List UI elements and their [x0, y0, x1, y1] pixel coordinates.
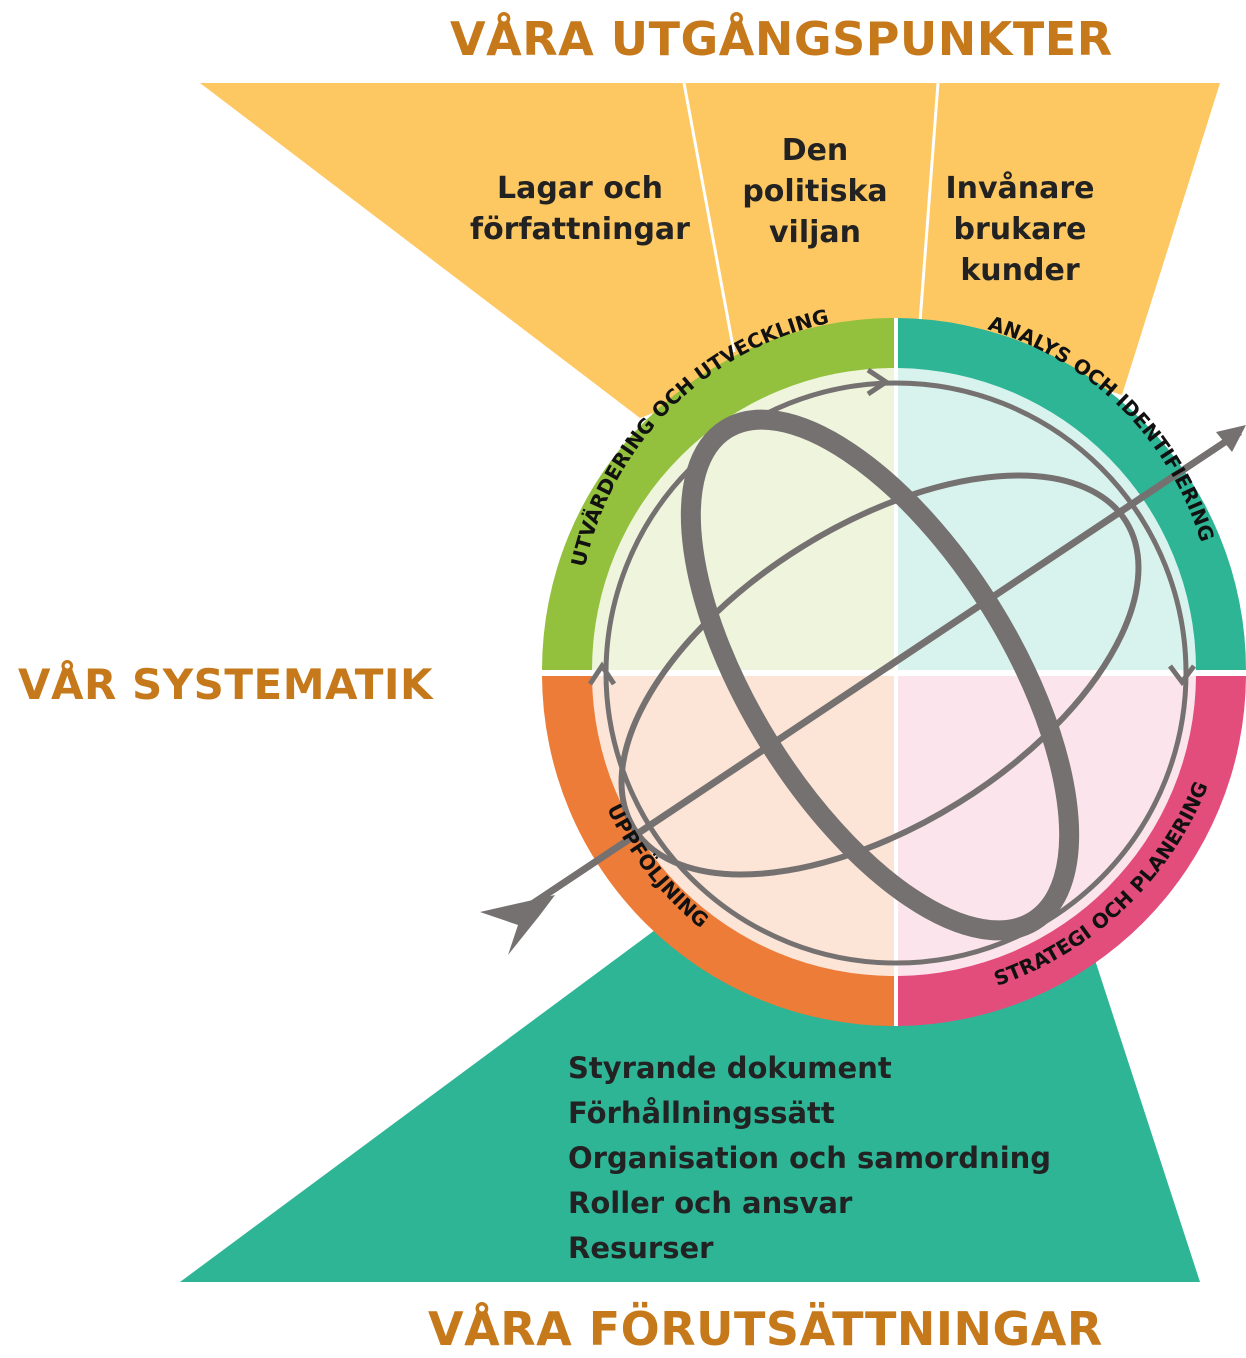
list-item: Förhållningssätt: [568, 1096, 835, 1130]
starting-point-political-will: Den politiska viljan: [730, 130, 900, 253]
point-line: politiska: [742, 174, 888, 209]
fan-divider: [682, 82, 736, 353]
starting-point-laws: Lagar och författningar: [460, 168, 700, 250]
point-line: brukare: [953, 212, 1087, 247]
point-line: Lagar och: [496, 171, 664, 206]
fan-divider: [918, 82, 940, 323]
axis-arrowhead-icon: [1216, 425, 1246, 452]
cycle-arrow-icon: [587, 661, 617, 686]
list-item: Organisation och samordning: [568, 1141, 1052, 1175]
inner-quadrant-orange: [592, 676, 894, 976]
cycle-arrow-icon: [866, 367, 891, 397]
list-item: Roller och ansvar: [568, 1186, 853, 1220]
prerequisites-list: Styrande dokument Förhållningssätt Organ…: [568, 1046, 1051, 1271]
prerequisites-title: VÅRA FÖRUTSÄTTNINGAR: [428, 1302, 1103, 1356]
list-item: Resurser: [568, 1231, 714, 1265]
starting-points-title: VÅRA UTGÅNGSPUNKTER: [450, 12, 1113, 66]
cycle-arrow-icon: [1168, 664, 1196, 687]
systematics-title: VÅR SYSTEMATIK: [18, 660, 434, 709]
sphere-ring: [618, 472, 1142, 878]
starting-point-residents: Invånare brukare kunder: [930, 168, 1110, 291]
list-item: Styrande dokument: [568, 1051, 892, 1085]
point-line: viljan: [768, 215, 861, 250]
point-line: Invånare: [945, 171, 1095, 206]
inner-quadrant-teal: [898, 368, 1196, 670]
point-line: Den: [781, 133, 849, 168]
point-line: författningar: [470, 212, 690, 247]
inner-quadrant-pink: [898, 676, 1196, 976]
axis-arrow-shaft: [518, 429, 1242, 915]
axis-fletching-icon: [480, 895, 555, 955]
point-line: kunder: [960, 253, 1080, 288]
